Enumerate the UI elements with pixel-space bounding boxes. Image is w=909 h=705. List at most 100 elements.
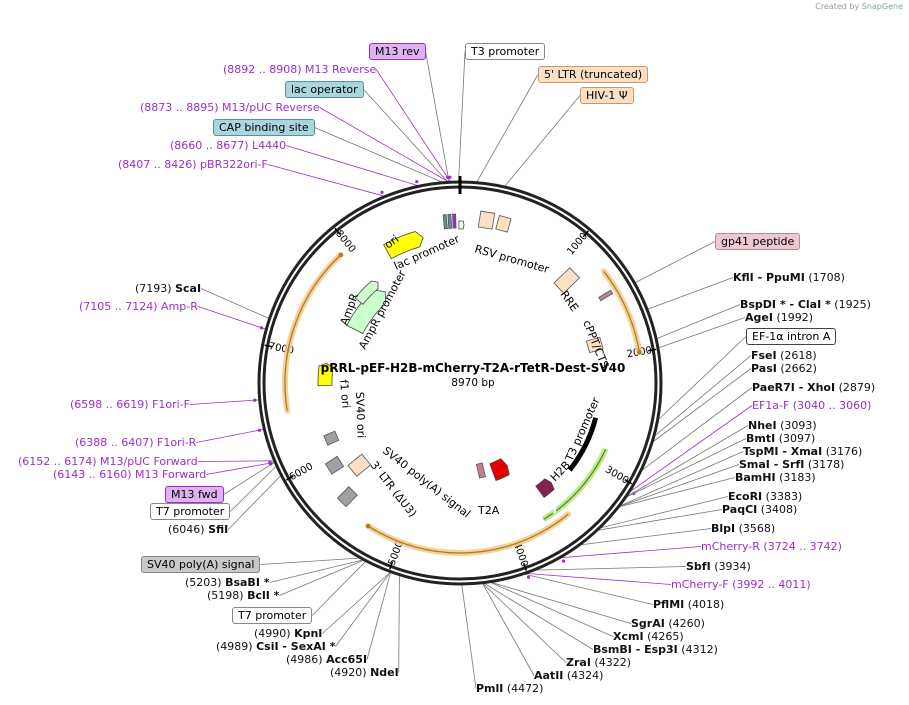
callout-line-hiv1	[504, 95, 581, 187]
primer-ef1a-f[interactable]: EF1a-F (3040 .. 3060)	[752, 399, 872, 412]
site-blpi[interactable]: BlpI (3568)	[711, 522, 775, 535]
primer-m13puc-forward[interactable]: (6152 .. 6174) M13/pUC Forward	[18, 455, 198, 468]
site-bcli[interactable]: (5198) BclI *	[207, 589, 279, 602]
feature-box-m13-rev[interactable]: M13 rev	[369, 43, 426, 60]
primer-f1ori-r[interactable]: (6388 .. 6407) F1ori-R	[75, 436, 197, 449]
primer-mark-p3	[415, 179, 419, 184]
callout-line-s14	[598, 509, 723, 531]
label-h2b: H2B	[548, 459, 573, 484]
feature-box-cap-binding-site[interactable]: CAP binding site	[213, 119, 315, 136]
site-bsabi[interactable]: (5203) BsaBI *	[185, 576, 270, 589]
backbone-region-line	[284, 254, 342, 411]
feature-box-t3-promoter[interactable]: T3 promoter	[465, 43, 546, 60]
site-pflmi[interactable]: PflMI (4018)	[653, 598, 724, 611]
site-sfii[interactable]: (6046) SfiI	[168, 523, 228, 536]
feature-box-5-ltr[interactable]: 5' LTR (truncated)	[538, 66, 649, 83]
label-f1: f1 ori	[337, 379, 352, 409]
callout-line-s28	[279, 559, 364, 596]
site-name: BsaBI *	[225, 576, 270, 589]
site-name: AgeI	[745, 311, 773, 324]
site-name: PasI	[751, 362, 777, 375]
primer-pbr322ori-f[interactable]: (8407 .. 8426) pBR322ori-F	[118, 158, 268, 171]
site-kfli-ppumi[interactable]: KflI - PpuMI (1708)	[733, 271, 845, 284]
tick-mark-1000	[582, 230, 589, 238]
site-bamhi[interactable]: BamHI (3183)	[735, 471, 816, 484]
site-zrai[interactable]: ZraI (4322)	[566, 656, 631, 669]
site-agei[interactable]: AgeI (1992)	[745, 311, 813, 324]
site-pos: (1992)	[776, 311, 814, 324]
site-bmti[interactable]: BmtI (3097)	[746, 432, 815, 445]
site-name: KpnI	[294, 627, 323, 640]
site-aatii[interactable]: AatII (4324)	[534, 669, 603, 682]
site-pos: (5203)	[185, 576, 222, 589]
primer-amp-r[interactable]: (7105 .. 7124) Amp-R	[79, 300, 198, 313]
callout-line-s20	[484, 583, 594, 650]
tick-mark-5000	[389, 561, 394, 570]
feature-box-hiv1-psi[interactable]: HIV-1 Ψ	[580, 87, 634, 104]
callout-line-p2	[319, 107, 449, 182]
site-bsmbi-esp3i[interactable]: BsmBI - Esp3I (4312)	[593, 643, 718, 656]
primer-l4440[interactable]: (8660 .. 8677) L4440	[170, 139, 287, 152]
feature-box-sv40-polya[interactable]: SV40 poly(A) signal	[141, 556, 261, 573]
primer-m13puc-reverse[interactable]: (8873 .. 8895) M13/pUC Reverse	[140, 101, 320, 114]
tick-label-3000: 3000	[603, 464, 631, 486]
site-tspmi-xmai[interactable]: TspMI - XmaI (3176)	[743, 445, 862, 458]
feature-box-t7-promoter-b[interactable]: T7 promoter	[232, 607, 313, 624]
ltr3-block	[347, 453, 372, 477]
site-sbfi[interactable]: SbfI (3934)	[686, 560, 751, 573]
callout-line-ltr5	[476, 74, 539, 182]
site-scai[interactable]: (7193) ScaI	[135, 282, 201, 295]
primer-m13-forward[interactable]: (6143 .. 6160) M13 Forward	[53, 468, 207, 481]
tick-mark-6000	[285, 475, 294, 481]
callout-line-s8	[626, 425, 749, 497]
callout-line-p6	[189, 399, 259, 405]
h2b-arrow	[535, 478, 555, 498]
site-name: EcoRI	[728, 490, 763, 503]
site-kpni[interactable]: (4990) KpnI	[254, 627, 322, 640]
feature-box-lac-operator[interactable]: lac operator	[285, 81, 364, 98]
site-pmli[interactable]: PmlI (4472)	[476, 682, 543, 695]
primer-mcherry-r[interactable]: mCherry-R (3724 .. 3742)	[701, 540, 842, 553]
sv40-block-c	[323, 430, 340, 446]
site-bspdi-clai[interactable]: BspDI * - ClaI * (1925)	[740, 298, 871, 311]
site-name: SgrAI	[631, 617, 665, 630]
callout-line-s26	[335, 572, 391, 647]
sv40-block-b	[324, 455, 345, 475]
site-csii-sexai[interactable]: (4989) CsiI - SexAI *	[216, 640, 335, 653]
feature-box-m13-fwd[interactable]: M13 fwd	[165, 486, 224, 503]
site-ndei[interactable]: (4920) NdeI	[330, 666, 399, 679]
site-paer7i-xhoi[interactable]: PaeR7I - XhoI (2879)	[752, 381, 875, 394]
t2a-block	[475, 462, 486, 479]
primer-mark-p6	[253, 398, 257, 402]
site-name: SmaI - SrfI	[739, 458, 805, 471]
site-pos: (3934)	[714, 560, 751, 573]
callout-line-s10	[620, 451, 744, 507]
site-pos: (4989)	[216, 640, 253, 653]
feature-box-gp41-peptide[interactable]: gp41 peptide	[715, 233, 801, 250]
site-nhei[interactable]: NheI (3093)	[748, 419, 817, 432]
primer-mcherry-f[interactable]: mCherry-F (3992 .. 4011)	[671, 578, 811, 591]
primer-m13-reverse[interactable]: (8892 .. 8908) M13 Reverse	[223, 63, 377, 76]
site-pos: (3093)	[780, 419, 817, 432]
site-name: Acc65I	[326, 653, 368, 666]
site-ecori[interactable]: EcoRI (3383)	[728, 490, 802, 503]
site-acc65i[interactable]: (4986) Acc65I	[286, 653, 367, 666]
callout-line-s21	[482, 583, 567, 663]
site-pos: (5198)	[207, 589, 244, 602]
feature-box-t7-promoter-a[interactable]: T7 promoter	[150, 503, 231, 520]
primer-f1ori-f[interactable]: (6598 .. 6619) F1ori-F	[70, 398, 190, 411]
site-pos: (3383)	[765, 490, 803, 503]
site-pos: (4260)	[668, 617, 705, 630]
site-pasi[interactable]: PasI (2662)	[751, 362, 817, 375]
callout-line-s12	[619, 477, 736, 508]
ampr-arrow	[346, 289, 387, 335]
feature-box-ef1a-intron[interactable]: EF-1α intron A	[746, 328, 837, 345]
site-sgrai[interactable]: SgrAI (4260)	[631, 617, 705, 630]
site-paqci[interactable]: PaqCI (3408)	[722, 503, 797, 516]
primer-mark-p9	[268, 462, 273, 466]
label-rre: RRE	[558, 288, 581, 314]
site-smai-srfi[interactable]: SmaI - SrfI (3178)	[739, 458, 844, 471]
site-xcmi[interactable]: XcmI (4265)	[613, 630, 684, 643]
tick-label-6000: 6000	[288, 461, 316, 483]
site-fsei[interactable]: FseI (2618)	[751, 349, 817, 362]
